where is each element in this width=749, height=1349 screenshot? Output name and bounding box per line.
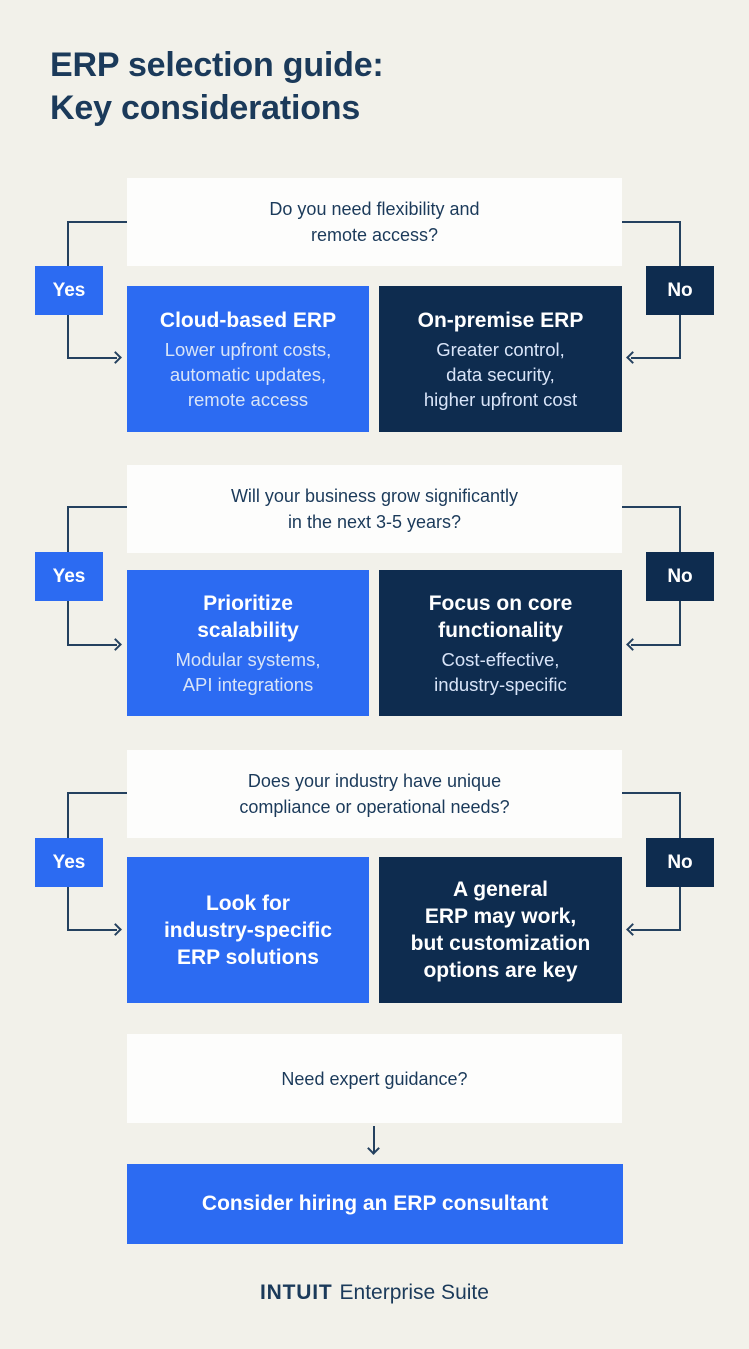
connector-line bbox=[67, 792, 127, 794]
connector-line bbox=[631, 929, 681, 931]
connector-line bbox=[373, 1126, 375, 1152]
yes-label: Yes bbox=[52, 851, 86, 873]
yes-badge-1: Yes bbox=[35, 266, 103, 315]
connector-line bbox=[67, 506, 127, 508]
connector-line bbox=[622, 506, 681, 508]
answer-card-core-functionality: Focus on core functionality Cost-effecti… bbox=[379, 570, 622, 716]
card-heading: Focus on core functionality bbox=[428, 591, 573, 642]
answer-card-scalability: Prioritize scalability Modular systems, … bbox=[127, 570, 369, 716]
answer-card-onpremise-erp: On-premise ERP Greater control, data sec… bbox=[379, 286, 622, 432]
connector-line bbox=[67, 221, 127, 223]
connector-line bbox=[67, 929, 117, 931]
yes-badge-2: Yes bbox=[35, 552, 103, 601]
page-title: ERP selection guide: Key considerations bbox=[50, 46, 384, 127]
card-body: Cost-effective, industry-specific bbox=[434, 648, 567, 695]
no-badge-3: No bbox=[646, 838, 714, 887]
arrow-right-icon bbox=[109, 351, 122, 364]
answer-card-general-erp: A general ERP may work, but customizatio… bbox=[379, 857, 622, 1003]
question-text-3: Does your industry have unique complianc… bbox=[239, 771, 510, 817]
cta-consultant-box: Consider hiring an ERP consultant bbox=[127, 1164, 623, 1244]
yes-label: Yes bbox=[52, 565, 86, 587]
connector-line bbox=[631, 644, 681, 646]
answer-card-industry-specific: Look for industry-specific ERP solutions bbox=[127, 857, 369, 1003]
question-text-1: Do you need flexibility and remote acces… bbox=[269, 199, 480, 245]
card-heading: A general ERP may work, but customizatio… bbox=[410, 878, 591, 982]
answer-card-cloud-erp: Cloud-based ERP Lower upfront costs, aut… bbox=[127, 286, 369, 432]
intuit-logo: INTUIT bbox=[260, 1281, 333, 1304]
arrow-right-icon bbox=[109, 923, 122, 936]
question-text-2: Will your business grow significantly in… bbox=[230, 486, 519, 532]
footer-logo: INTUIT Enterprise Suite bbox=[0, 1281, 749, 1305]
arrow-right-icon bbox=[109, 638, 122, 651]
no-badge-1: No bbox=[646, 266, 714, 315]
question-text-final: Need expert guidance? bbox=[281, 1068, 468, 1089]
card-body: Modular systems, API integrations bbox=[175, 648, 321, 695]
card-body: Lower upfront costs, automatic updates, … bbox=[164, 338, 332, 410]
no-label: No bbox=[667, 851, 693, 873]
card-body: Greater control, data security, higher u… bbox=[423, 338, 578, 410]
no-label: No bbox=[667, 565, 693, 587]
connector-line bbox=[67, 644, 117, 646]
yes-label: Yes bbox=[52, 279, 86, 301]
card-heading: Cloud-based ERP bbox=[159, 308, 337, 332]
card-heading: Look for industry-specific ERP solutions bbox=[163, 891, 333, 969]
connector-line bbox=[631, 357, 681, 359]
question-box-2: Will your business grow significantly in… bbox=[127, 465, 622, 553]
connector-line bbox=[67, 357, 117, 359]
arrow-left-icon bbox=[626, 923, 639, 936]
question-box-final: Need expert guidance? bbox=[127, 1034, 622, 1123]
arrow-down-icon bbox=[367, 1142, 380, 1155]
connector-line bbox=[622, 221, 681, 223]
question-box-3: Does your industry have unique complianc… bbox=[127, 750, 622, 838]
arrow-left-icon bbox=[626, 638, 639, 651]
connector-line bbox=[622, 792, 681, 794]
card-heading: Prioritize scalability bbox=[197, 591, 299, 642]
brand-suffix: Enterprise Suite bbox=[339, 1281, 489, 1304]
cta-text: Consider hiring an ERP consultant bbox=[201, 1192, 549, 1215]
no-badge-2: No bbox=[646, 552, 714, 601]
question-box-1: Do you need flexibility and remote acces… bbox=[127, 178, 622, 266]
yes-badge-3: Yes bbox=[35, 838, 103, 887]
card-heading: On-premise ERP bbox=[417, 308, 584, 332]
arrow-left-icon bbox=[626, 351, 639, 364]
no-label: No bbox=[667, 279, 693, 301]
